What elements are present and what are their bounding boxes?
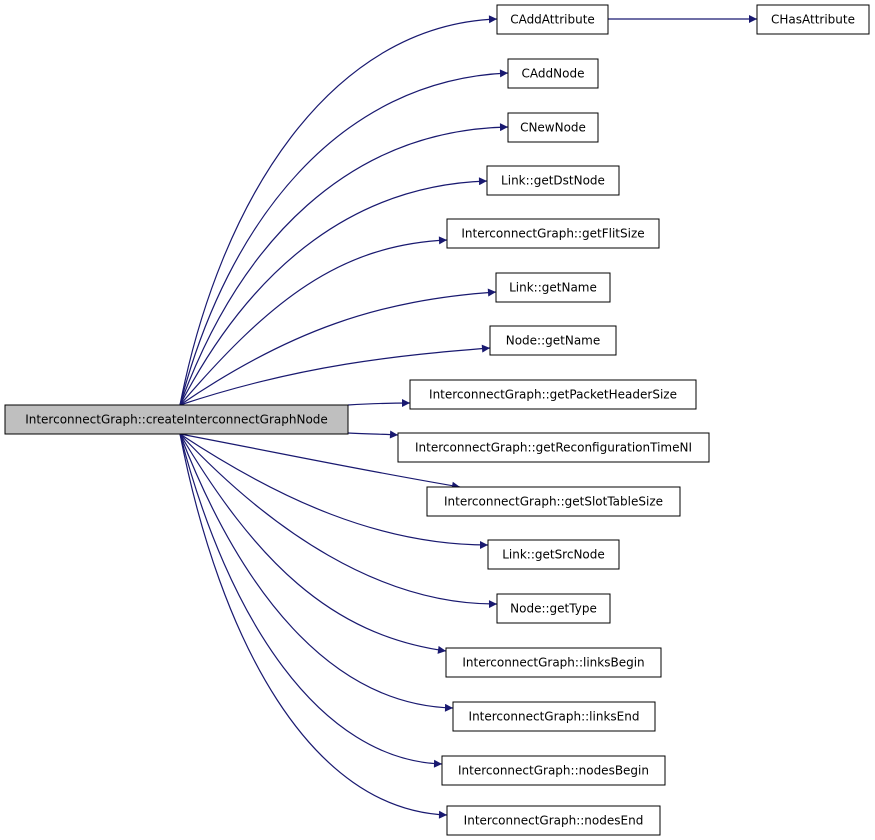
edge-root-to-n9 — [347, 399, 411, 408]
node-box — [486, 165, 620, 196]
node-box — [496, 4, 609, 35]
call-node[interactable]: InterconnectGraph::linksEnd — [452, 701, 656, 732]
call-node[interactable]: CAddNode — [507, 58, 599, 89]
node-label: Link::getDstNode — [501, 174, 605, 188]
call-node[interactable]: Link::getName — [495, 272, 611, 303]
node-label: InterconnectGraph::getPacketHeaderSize — [429, 388, 677, 402]
node-box — [489, 325, 617, 356]
node-box — [446, 805, 661, 836]
call-node[interactable]: InterconnectGraph::linksBegin — [445, 647, 662, 678]
root-node: InterconnectGraph::createInterconnectGra… — [4, 404, 349, 435]
node-box — [496, 593, 611, 624]
call-node[interactable]: InterconnectGraph::nodesBegin — [441, 755, 666, 786]
node-box — [409, 379, 697, 410]
node-box — [507, 58, 599, 89]
node-box — [445, 647, 662, 678]
node-label: InterconnectGraph::linksEnd — [469, 710, 640, 724]
node-label: InterconnectGraph::nodesBegin — [458, 764, 649, 778]
node-label: InterconnectGraph::getFlitSize — [461, 227, 644, 241]
node-box — [756, 4, 870, 35]
node-label: InterconnectGraph::getSlotTableSize — [444, 495, 663, 509]
call-node[interactable]: InterconnectGraph::getFlitSize — [446, 218, 660, 249]
call-node[interactable]: InterconnectGraph::nodesEnd — [446, 805, 661, 836]
call-node[interactable]: Link::getDstNode — [486, 165, 620, 196]
edge-root-to-n7 — [179, 288, 497, 406]
node-label: Link::getSrcNode — [502, 548, 605, 562]
node-label: Node::getName — [506, 334, 601, 348]
call-node[interactable]: InterconnectGraph::getReconfigurationTim… — [397, 432, 710, 463]
node-label: CAddAttribute — [510, 13, 595, 27]
call-node[interactable]: CNewNode — [507, 112, 599, 143]
node-label: InterconnectGraph::getReconfigurationTim… — [415, 441, 692, 455]
node-box — [441, 755, 666, 786]
edge-root-to-n8 — [179, 344, 491, 406]
node-label: Node::getType — [510, 602, 597, 616]
edge-root-to-n6 — [179, 236, 448, 406]
edge-root-to-n1 — [179, 15, 498, 406]
call-node[interactable]: Node::getType — [496, 593, 611, 624]
edge-root-to-n3 — [179, 69, 509, 406]
edge-root-to-n17 — [179, 433, 448, 819]
edge-root-to-n4 — [179, 123, 509, 406]
edge-root-to-n5 — [179, 177, 488, 406]
node-label: InterconnectGraph::createInterconnectGra… — [25, 413, 328, 427]
node-box — [495, 272, 611, 303]
call-node[interactable]: Node::getName — [489, 325, 617, 356]
node-box — [452, 701, 656, 732]
edge-layer — [179, 15, 757, 819]
edge-root-to-n16 — [179, 433, 443, 768]
call-node[interactable]: InterconnectGraph::getPacketHeaderSize — [409, 379, 697, 410]
node-box — [446, 218, 660, 249]
node-box — [4, 404, 349, 435]
node-label: CHasAttribute — [771, 13, 855, 27]
edge-root-to-n13 — [179, 433, 498, 609]
edge-root-to-n15 — [179, 433, 454, 712]
edge-root-to-n14 — [179, 433, 447, 654]
call-node[interactable]: CHasAttribute — [756, 4, 870, 35]
node-box — [487, 539, 620, 570]
node-box — [426, 486, 681, 517]
node-label: CAddNode — [522, 67, 585, 81]
edge-root-to-n11 — [179, 433, 461, 490]
node-label: CNewNode — [520, 121, 586, 135]
node-label: InterconnectGraph::linksBegin — [462, 656, 644, 670]
node-box — [507, 112, 599, 143]
edge-root-to-n12 — [179, 433, 489, 549]
edge-root-to-n10 — [347, 430, 399, 439]
node-box — [397, 432, 710, 463]
call-node[interactable]: InterconnectGraph::getSlotTableSize — [426, 486, 681, 517]
node-label: InterconnectGraph::nodesEnd — [464, 814, 644, 828]
node-label: Link::getName — [509, 281, 597, 295]
node-layer: InterconnectGraph::createInterconnectGra… — [4, 4, 870, 836]
call-node[interactable]: Link::getSrcNode — [487, 539, 620, 570]
call-node[interactable]: CAddAttribute — [496, 4, 609, 35]
